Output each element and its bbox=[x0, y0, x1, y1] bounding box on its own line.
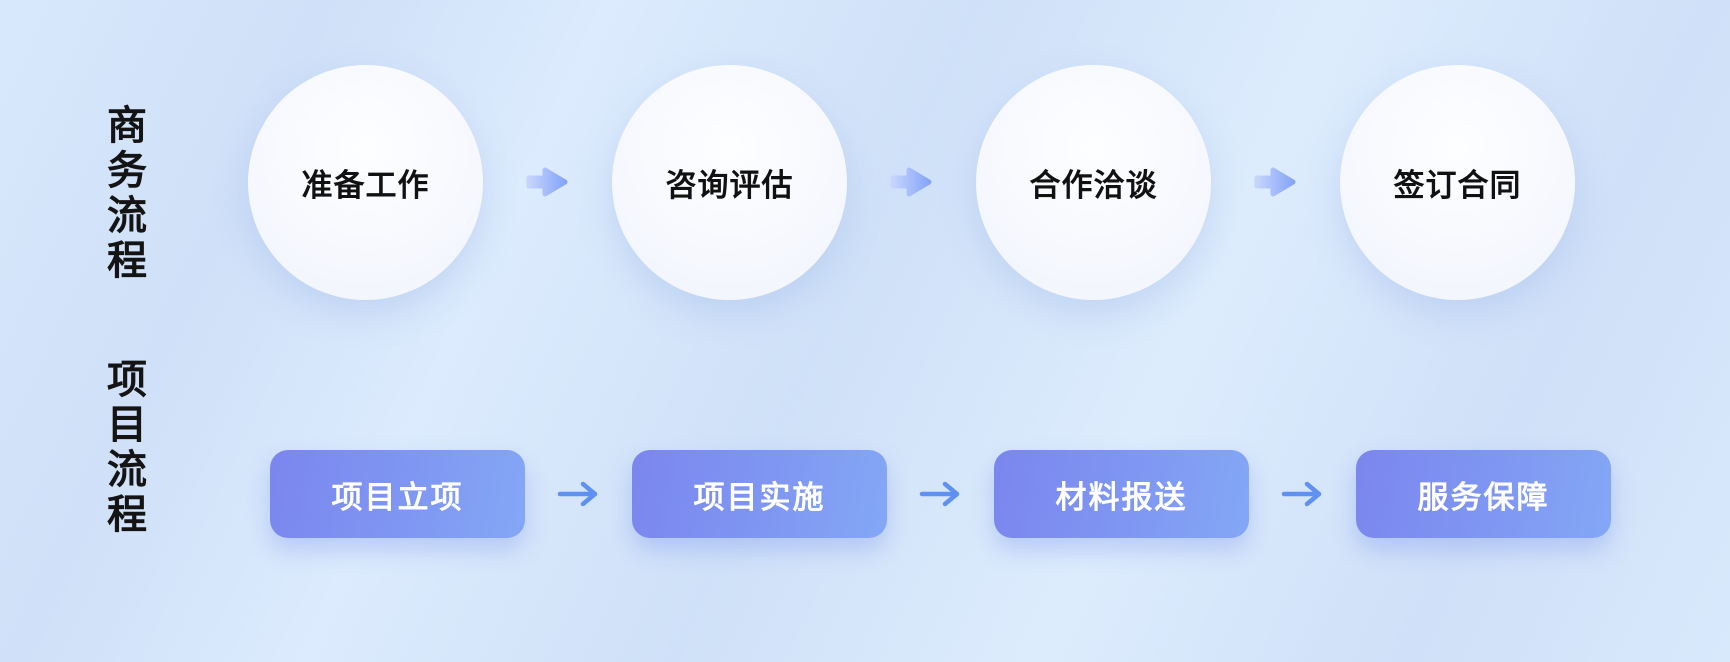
business-step-negotiation-label: 合作洽谈 bbox=[1029, 168, 1158, 203]
thin-arrow-right-icon bbox=[557, 481, 598, 507]
project-step-service-guarantee: 服务保障 bbox=[1356, 450, 1611, 538]
project-step-implementation-label: 项目实施 bbox=[693, 479, 826, 515]
project-step-service-guarantee-label: 服务保障 bbox=[1417, 479, 1550, 515]
business-flow-title: 商务流程 bbox=[101, 104, 145, 284]
project-step-material-submission: 材料报送 bbox=[994, 450, 1249, 538]
bold-arrow-right-icon bbox=[890, 167, 932, 197]
project-step-implementation: 项目实施 bbox=[632, 450, 887, 538]
thin-arrow-right-icon bbox=[1281, 481, 1322, 507]
project-step-material-submission-label: 材料报送 bbox=[1055, 479, 1188, 515]
business-step-negotiation: 合作洽谈 bbox=[976, 65, 1211, 300]
project-step-initiation-label: 项目立项 bbox=[331, 479, 464, 515]
project-flow-title: 项目流程 bbox=[101, 358, 145, 538]
project-step-initiation: 项目立项 bbox=[270, 450, 525, 538]
business-step-preparation-label: 准备工作 bbox=[301, 168, 430, 203]
bold-arrow-right-icon bbox=[1254, 167, 1296, 197]
business-step-contract: 签订合同 bbox=[1340, 65, 1575, 300]
business-step-preparation: 准备工作 bbox=[248, 65, 483, 300]
business-step-consultation: 咨询评估 bbox=[612, 65, 847, 300]
thin-arrow-right-icon bbox=[919, 481, 960, 507]
business-step-consultation-label: 咨询评估 bbox=[665, 168, 794, 203]
bold-arrow-right-icon bbox=[526, 167, 568, 197]
business-step-contract-label: 签订合同 bbox=[1393, 168, 1522, 203]
